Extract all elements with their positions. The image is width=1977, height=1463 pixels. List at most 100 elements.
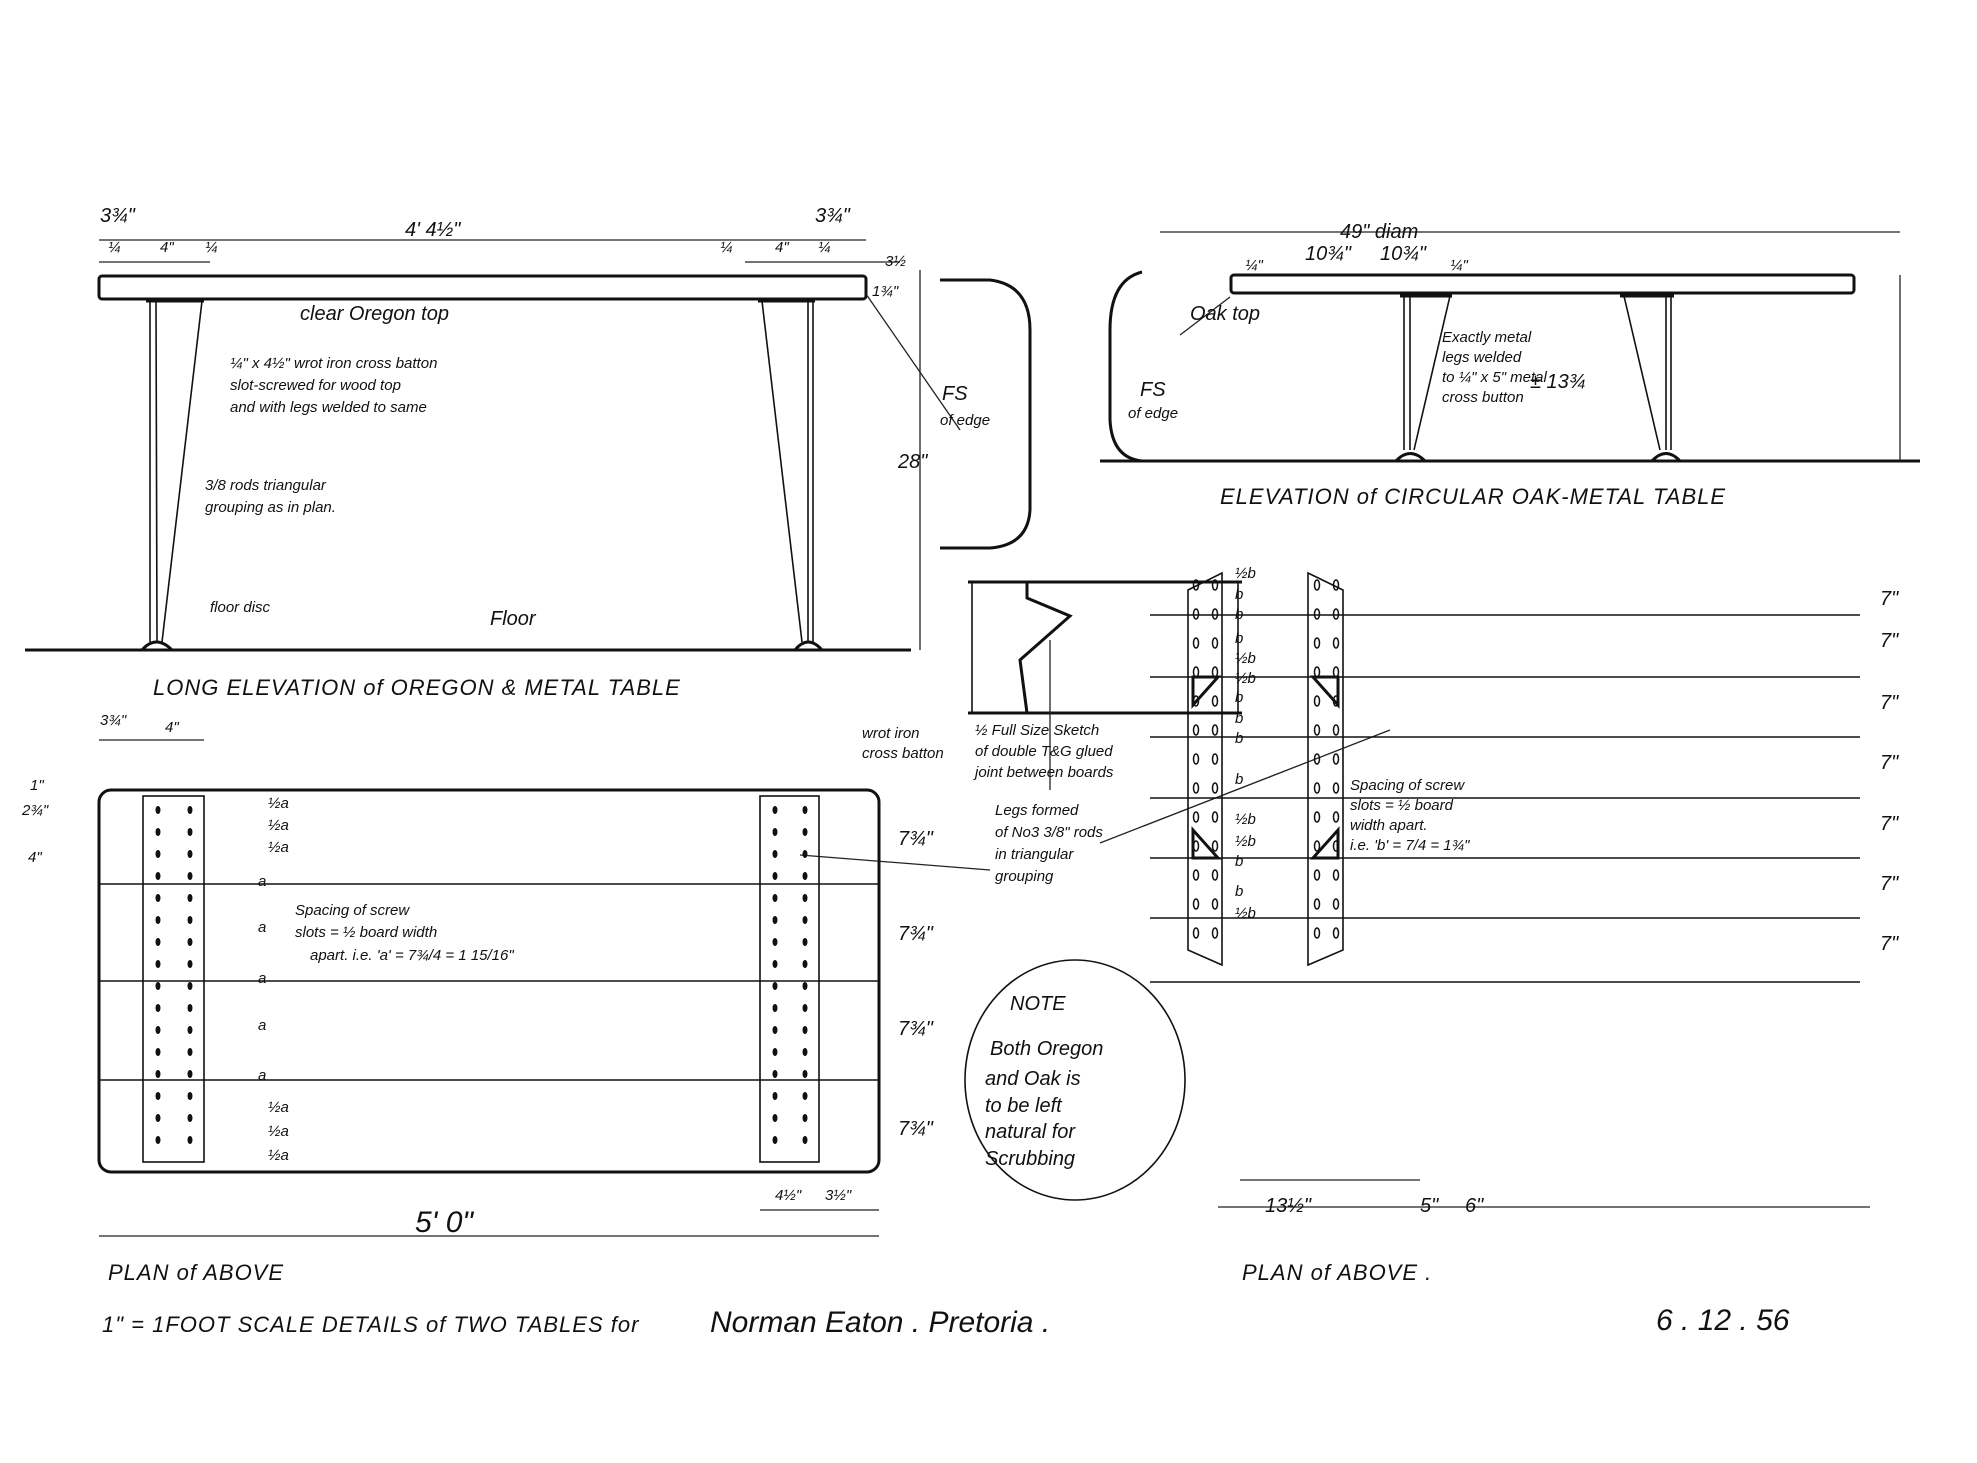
slot-mark: b: [1235, 630, 1243, 647]
slot-mark: a: [258, 970, 266, 987]
screw-slot: [1211, 695, 1219, 707]
left-cross-batton: [142, 795, 205, 1163]
screw-slot: [187, 1048, 193, 1056]
slot-mark: b: [1235, 883, 1243, 900]
leg-rod-triangle: [1309, 826, 1340, 860]
row-dim: 7¾": [898, 1018, 934, 1040]
screw-slot: [1211, 579, 1219, 591]
top-note: clear Oregon top: [300, 303, 449, 325]
spacing-note: slots = ½ board: [1350, 797, 1454, 814]
screw-slot: [772, 1092, 778, 1100]
screw-slot: [1313, 869, 1321, 881]
long-elevation: 3¾" ¼ 4" ¼ 4' 4½" ¼ 4" ¼ 3¾" 3½ 1¾" 28" …: [25, 205, 1032, 700]
screw-slot: [1332, 724, 1340, 736]
edge-profile: [940, 278, 1032, 550]
client-name: Norman Eaton . Pretoria .: [710, 1306, 1050, 1339]
screw-slot: [1211, 608, 1219, 620]
row-dim: 7": [1880, 813, 1899, 835]
note-title: NOTE: [1010, 993, 1066, 1015]
screw-slot: [155, 982, 161, 990]
screw-slot: [772, 982, 778, 990]
screw-slot: [1332, 608, 1340, 620]
screw-slot: [155, 894, 161, 902]
screw-slot: [772, 806, 778, 814]
screw-slot: [155, 806, 161, 814]
edge-profile: [1108, 270, 1143, 463]
spacing-note: Spacing of screw: [295, 902, 410, 919]
screw-slot: [1332, 579, 1340, 591]
screw-slot: [1313, 811, 1321, 823]
batton-note: and with legs welded to same: [230, 399, 427, 416]
screw-slot: [187, 1070, 193, 1078]
screw-slot: [802, 960, 808, 968]
dim-label: ¼": [1245, 257, 1264, 274]
drawing-title: 1" = 1FOOT SCALE DETAILS of TWO TABLES f…: [102, 1312, 640, 1337]
screw-slot: [1192, 724, 1200, 736]
screw-slot: [187, 938, 193, 946]
screw-slot: [187, 894, 193, 902]
circular-elevation: 49" diam 10¾" 10¾" ¼" ¼" ± 13¾ Oak top E…: [1100, 221, 1920, 509]
drawing-date: 6 . 12 . 56: [1656, 1304, 1790, 1337]
screw-slot: [802, 938, 808, 946]
row-dim: 7¾": [898, 923, 934, 945]
legs-formed-note: in triangular: [995, 846, 1074, 863]
screw-slot: [1313, 898, 1321, 910]
slot-mark: a: [258, 919, 266, 936]
screw-slot: [155, 828, 161, 836]
screw-slot: [772, 850, 778, 858]
screw-slot: [1211, 753, 1219, 765]
row-dim: 7": [1880, 933, 1899, 955]
slot-mark: ½a: [268, 839, 289, 856]
screw-slot: [1313, 695, 1321, 707]
row-dim: 7": [1880, 873, 1899, 895]
legs-formed-note: of No3 3/8" rods: [995, 824, 1103, 841]
slot-mark: b: [1235, 606, 1243, 623]
dim-label: 4": [28, 849, 42, 866]
edge-note: of edge: [1128, 405, 1178, 422]
floor-note: Floor: [490, 608, 537, 630]
screw-slot: [187, 850, 193, 858]
oak-table-top: [1229, 273, 1856, 295]
slot-mark: a: [258, 1067, 266, 1084]
screw-slot: [155, 1004, 161, 1012]
leg-rod-triangle: [1191, 826, 1222, 860]
screw-slot: [1313, 782, 1321, 794]
slot-mark: ½a: [268, 1123, 289, 1140]
screw-slot: [1313, 927, 1321, 939]
slot-mark: ½b: [1235, 905, 1256, 922]
screw-slot: [1211, 811, 1219, 823]
screw-slot: [772, 1004, 778, 1012]
screw-slot: [802, 1114, 808, 1122]
dim-label: 4": [165, 719, 179, 736]
joint-sketch: ½ Full Size Sketch of double T&G glued j…: [799, 580, 1391, 885]
screw-slot: [1211, 927, 1219, 939]
plan-left: 3¾" 4" 1" 2¾" 4" 7¾" 7¾" 7¾" 7¾" ½a ½a ½…: [21, 712, 944, 1285]
row-dim: 7": [1880, 630, 1899, 652]
screw-slot: [802, 1092, 808, 1100]
spacing-note: Spacing of screw: [1350, 777, 1465, 794]
batton-note: cross batton: [862, 745, 944, 762]
screw-slot: [772, 872, 778, 880]
slot-mark: ½b: [1235, 833, 1256, 850]
row-dim: 7": [1880, 752, 1899, 774]
slot-mark: b: [1235, 710, 1243, 727]
overall-length-label: 5' 0": [415, 1206, 474, 1239]
dim-label: ¼: [720, 239, 733, 256]
dim-label: 10¾": [1380, 243, 1427, 265]
screw-slot: [802, 872, 808, 880]
screw-slot: [1313, 608, 1321, 620]
slot-mark: a: [258, 1017, 266, 1034]
top-note: Oak top: [1190, 303, 1260, 325]
dim-label: 5": [1420, 1195, 1439, 1217]
slot-mark: b: [1235, 771, 1243, 788]
slot-mark: a: [258, 873, 266, 890]
diameter-label: 49" diam: [1340, 221, 1418, 243]
screw-slot: [1332, 637, 1340, 649]
screw-slot: [802, 1136, 808, 1144]
screw-slot: [802, 1026, 808, 1034]
dim-label: 4½": [775, 1187, 802, 1204]
row-dim: 7¾": [898, 1118, 934, 1140]
slot-mark: b: [1235, 730, 1243, 747]
note-line: Scrubbing: [985, 1148, 1075, 1170]
